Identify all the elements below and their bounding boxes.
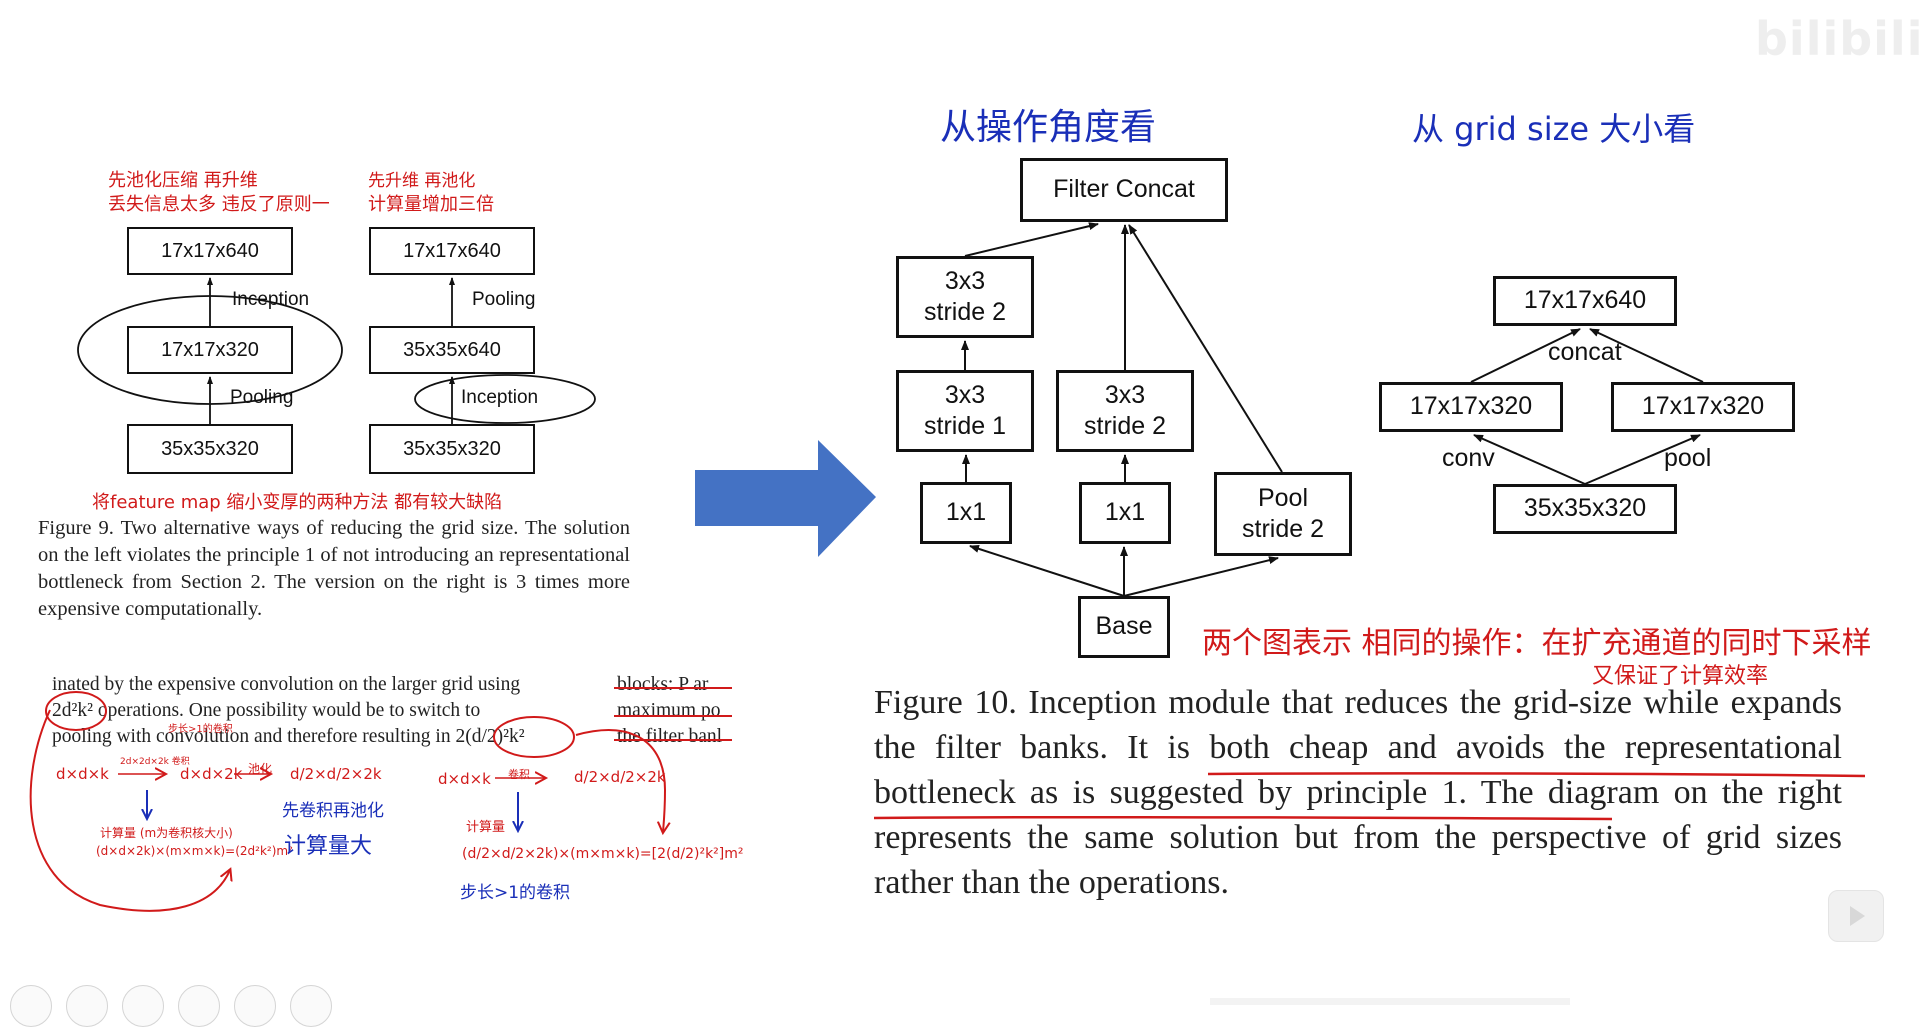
circle-2d2k2 xyxy=(45,691,107,731)
player-control-6[interactable] xyxy=(290,985,332,1027)
calc-l8: 计算量大 xyxy=(284,834,373,859)
note-fig9-left-2: 丢失信息太多 违反了原则一 xyxy=(108,194,330,215)
fig9-left-ellipse xyxy=(77,295,343,405)
player-control-2[interactable] xyxy=(66,985,108,1027)
calc-l5: 计算量 (m为卷积核大小) xyxy=(100,826,233,840)
fig9-left-mid-box: 17x17x320 xyxy=(127,326,293,374)
fig9-right-lower-op-label: Inception xyxy=(461,387,539,408)
fig9-arrows xyxy=(207,277,455,424)
filter-concat-box: Filter Concat xyxy=(1020,158,1228,222)
grid-concat-label: concat xyxy=(1544,338,1626,367)
diagram-overlay xyxy=(29,222,1866,912)
fig10-title-right: 从 grid size 大小看 xyxy=(1412,110,1696,148)
fig9-right-mid-box: 35x35x640 xyxy=(369,326,535,374)
bilibili-watermark: bilibili xyxy=(1755,12,1922,66)
big-blue-arrow xyxy=(695,440,876,557)
paper-line-3: pooling with convolution and therefore r… xyxy=(52,726,525,747)
mini-player-icon[interactable] xyxy=(1828,890,1884,942)
player-control-5[interactable] xyxy=(234,985,276,1027)
calc-small-note: 步长>1的卷积 xyxy=(168,724,233,735)
calc-l1: d×d×k xyxy=(56,765,109,783)
fig9-caption: Figure 9. Two alternative ways of reduci… xyxy=(38,517,630,620)
grid-right-box: 17x17x320 xyxy=(1611,382,1795,432)
fig9-left-top-box: 17x17x640 xyxy=(127,227,293,275)
fig9-right-top-box: 17x17x640 xyxy=(369,227,535,275)
grid-conv-label: conv xyxy=(1442,444,1495,472)
calc-r1-arrow-note: 卷积 xyxy=(508,768,530,781)
note-fig9-bottom: 将feature map 缩小变厚的两种方法 都有较大缺陷 xyxy=(92,492,503,513)
note-fig9-right-2: 计算量增加三倍 xyxy=(368,194,494,215)
conv3x3-stride1-box: 3x3 stride 1 xyxy=(896,370,1034,452)
fig9-right-bottom-box: 35x35x320 xyxy=(369,424,535,474)
fig10-note-2: 又保证了计算效率 xyxy=(1592,664,1769,689)
note-fig9-right-1: 先升维 再池化 xyxy=(368,171,476,191)
calc-l1-arrow-note: 2d×2d×2k 卷积 xyxy=(120,757,190,767)
bottom-strip xyxy=(1210,998,1570,1005)
calc-r2: d/2×d/2×2k xyxy=(574,768,666,786)
fig10-grid-arrows xyxy=(1470,328,1704,485)
paper-paragraph: inated by the expensive convolution on t… xyxy=(52,672,572,750)
calc-r4: (d/2×d/2×2k)×(m×m×k)=[2(d/2)²k²]m² xyxy=(462,846,744,862)
calc-l3: 池化 xyxy=(248,762,273,776)
conv1x1-left-box: 1x1 xyxy=(920,482,1012,544)
calc-r5: 步长>1的卷积 xyxy=(460,883,571,903)
calc-l2: d×d×2k xyxy=(180,765,243,783)
base-box: Base xyxy=(1078,596,1170,658)
calc-r3: 计算量 xyxy=(466,820,506,835)
fig9-left-upper-op-label: Inception xyxy=(232,289,310,310)
calc-r1: d×d×k xyxy=(438,770,491,788)
caption-underlines xyxy=(873,772,1866,821)
fig10-caption: Figure 10. Inception module that reduces… xyxy=(874,684,1842,901)
fig9-right-upper-op-label: Pooling xyxy=(472,289,536,310)
note-fig9-left-1: 先池化压缩 再升维 xyxy=(108,170,258,191)
calc-l6: (d×d×2k)×(m×m×k)=(2d²k²)m² xyxy=(96,844,293,858)
fig10-title-left: 从操作角度看 xyxy=(940,107,1157,148)
conv3x3-stride2-right-box: 3x3 stride 2 xyxy=(1056,370,1194,452)
player-control-4[interactable] xyxy=(178,985,220,1027)
paper-line-2: 2d²k² operations. One possibility would … xyxy=(52,700,481,721)
fig9-right-ellipse xyxy=(414,374,596,424)
calc-l4: d/2×d/2×2k xyxy=(290,765,382,783)
player-control-1[interactable] xyxy=(10,985,52,1027)
pool-stride2-box: Pool stride 2 xyxy=(1214,472,1352,556)
grid-left-box: 17x17x320 xyxy=(1379,382,1563,432)
grid-bottom-box: 35x35x320 xyxy=(1493,484,1677,534)
conv3x3-stride2-box: 3x3 stride 2 xyxy=(896,256,1034,338)
conv1x1-right-box: 1x1 xyxy=(1079,482,1171,544)
grid-pool-label: pool xyxy=(1664,444,1712,472)
red-loop-right xyxy=(575,729,665,832)
grid-top-box: 17x17x640 xyxy=(1493,276,1677,326)
player-control-3[interactable] xyxy=(122,985,164,1027)
paper-right-line-1: blocks: P ar xyxy=(617,674,709,695)
red-loop-left xyxy=(29,709,230,912)
circle-2d2-k2 xyxy=(493,716,575,758)
paper-right-line-3: the filter banl xyxy=(617,726,723,747)
calc-l7: 先卷积再池化 xyxy=(282,801,384,821)
play-icon xyxy=(1850,906,1865,926)
fig9-left-bottom-box: 35x35x320 xyxy=(127,424,293,474)
paper-line-1: inated by the expensive convolution on t… xyxy=(52,674,521,695)
fig10-op-arrows xyxy=(961,222,1283,597)
fig10-note-1: 两个图表示 相同的操作：在扩充通道的同时下采样 xyxy=(1202,626,1872,661)
